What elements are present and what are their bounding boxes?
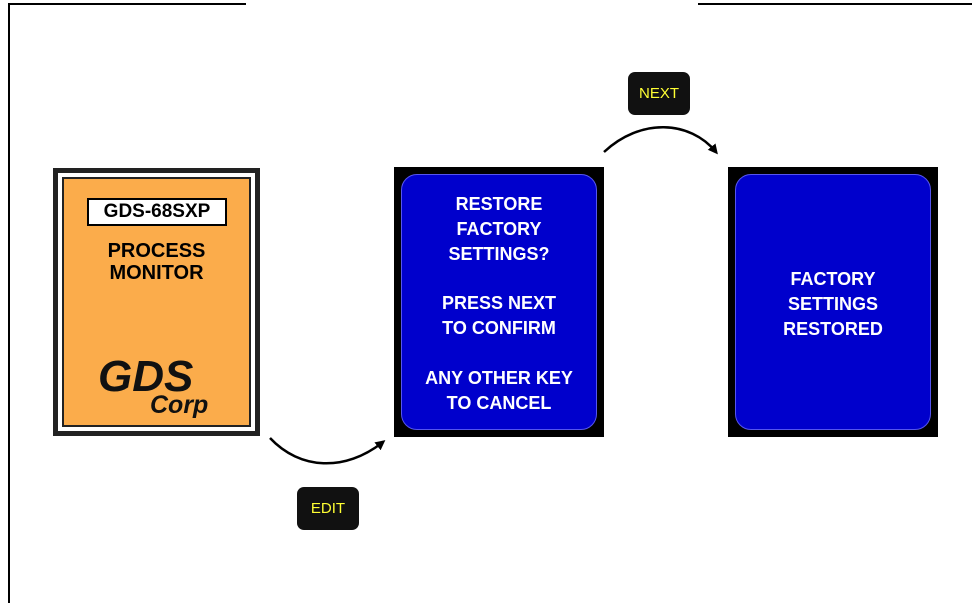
confirm-line-2: FACTORY [456,219,542,239]
device-border: GDS-68SXP PROCESS MONITOR GDS Corp [58,173,255,431]
frame-gap [246,0,698,7]
confirm-line-8: ANY OTHER KEY [425,368,573,388]
confirm-line-1: RESTORE [455,194,543,214]
restored-line-1: FACTORY [790,269,876,289]
device-face: GDS-68SXP PROCESS MONITOR GDS Corp [64,179,249,425]
restored-screen-display: FACTORY SETTINGS RESTORED [735,174,931,430]
confirm-line-9: TO CANCEL [446,393,552,413]
device-card: GDS-68SXP PROCESS MONITOR GDS Corp [53,168,260,436]
restored-line-2: SETTINGS [787,294,878,314]
confirm-screen: RESTORE FACTORY SETTINGS? PRESS NEXT TO … [394,167,604,437]
edit-arrow [269,437,386,465]
device-title-line2: MONITOR [109,262,204,284]
next-key-button[interactable]: NEXT [628,72,690,115]
device-inner-border: GDS-68SXP PROCESS MONITOR GDS Corp [62,177,251,427]
restored-screen: FACTORY SETTINGS RESTORED [728,167,938,437]
confirm-line-5: PRESS NEXT [441,293,557,313]
restored-line-3: RESTORED [783,319,883,339]
logo-gds: GDS [98,352,194,401]
edit-key-button[interactable]: EDIT [297,487,359,530]
model-label: GDS-68SXP [87,198,227,226]
logo-corp: Corp [150,391,209,419]
confirm-line-6: TO CONFIRM [442,318,556,338]
confirm-line-3: SETTINGS? [448,244,550,264]
next-arrow [603,126,718,155]
device-title-line1: PROCESS [107,240,206,262]
confirm-screen-display: RESTORE FACTORY SETTINGS? PRESS NEXT TO … [401,174,597,430]
